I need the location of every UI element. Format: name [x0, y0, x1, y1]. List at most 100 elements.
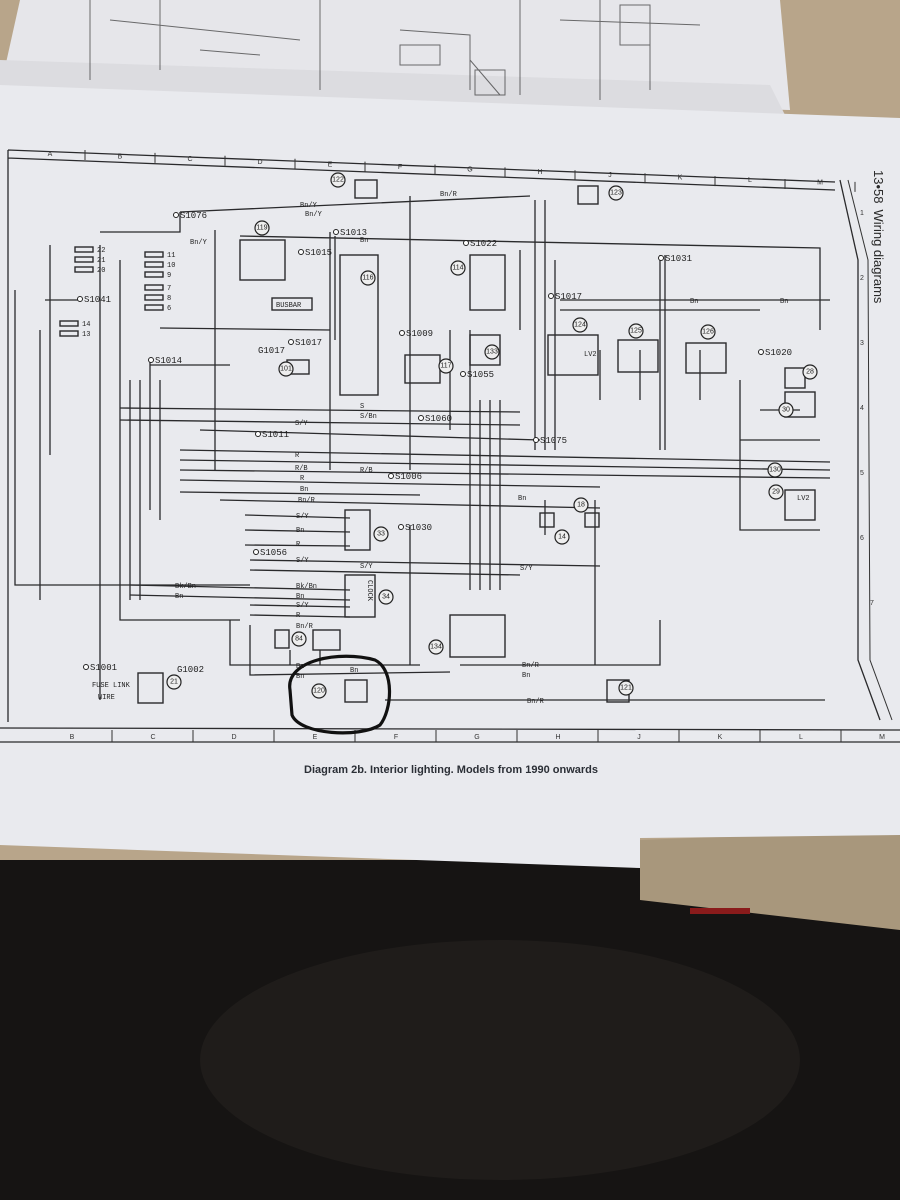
- splice-label: S1017: [555, 292, 582, 302]
- wire-colour-label: R: [295, 452, 300, 460]
- wire-colour-label: Bn: [296, 527, 304, 535]
- component-number: 101: [280, 366, 292, 373]
- fuse: [59, 330, 79, 337]
- component-number-circle: [330, 172, 346, 188]
- wire-colour-label: R/B: [295, 465, 308, 473]
- splice-point: [288, 339, 294, 345]
- component-number-circle: [311, 683, 327, 699]
- lamp-code-label-2: LV2: [797, 495, 810, 503]
- wire-colour-label: Bn: [300, 486, 308, 494]
- busbar-box: [271, 297, 313, 311]
- splice-label: S1020: [765, 348, 792, 358]
- wire-label: WIRE: [98, 694, 115, 702]
- fuse-number: 6: [167, 305, 171, 313]
- component-number-circle: [278, 361, 294, 377]
- fuse-number: 10: [167, 262, 175, 270]
- grid-column-label: F: [398, 164, 402, 171]
- diagram-sheet: [0, 85, 900, 868]
- component-number-circle: [291, 631, 307, 647]
- splice-point: [255, 431, 261, 437]
- wire-colour-label: Bn: [350, 667, 358, 675]
- component-number: 134: [430, 644, 442, 651]
- component-number: 123: [610, 190, 622, 197]
- component-number: 133: [486, 349, 498, 356]
- splice-labels: S1076S1013S1015S1022S1031S1041S1017S1009…: [77, 211, 792, 675]
- fuse: [144, 304, 164, 311]
- wire-colour-label: Bn/Y: [305, 211, 323, 219]
- fuse-number: 22: [97, 247, 105, 255]
- wire-colour-label: Bk/Bn: [175, 583, 196, 591]
- splice-label: S1009: [406, 329, 433, 339]
- wire-colour-label: Bn: [780, 298, 788, 306]
- grid-column-label: D: [231, 734, 236, 741]
- component-number-circle: [360, 270, 376, 286]
- page-ref: 13•58: [871, 170, 886, 203]
- wire-colour-label: S/Y: [296, 513, 309, 521]
- component-number: 124: [574, 322, 586, 329]
- diagram-frame: [0, 149, 900, 743]
- clock-label: CLOCK: [365, 580, 373, 602]
- component-number-circle: [573, 497, 589, 513]
- wire-colour-label: Bn/R: [527, 698, 545, 706]
- component-number: 119: [256, 225, 267, 232]
- wire-colour-label: Bn/R: [440, 191, 458, 199]
- misc-labels: BUSBAR CLOCK FUSE LINK WIRE LV2 LV2: [92, 302, 810, 702]
- splice-point: [173, 212, 179, 218]
- component-number-circle: [802, 364, 818, 380]
- fuse: [74, 246, 94, 253]
- fuse-number: 20: [97, 267, 105, 275]
- wire-colour-label: Bn: [296, 673, 304, 681]
- component-number: 130: [769, 467, 781, 474]
- grid-column-label: M: [879, 734, 885, 741]
- component-number: 122: [332, 177, 344, 184]
- component-number: 114: [452, 265, 463, 272]
- component-number-circle: [373, 526, 389, 542]
- switch-122-box: [354, 179, 378, 199]
- component-number-circle: [572, 317, 588, 333]
- component-number: 28: [806, 369, 814, 376]
- splice-label: S1022: [470, 239, 497, 249]
- grid-row-label: 2: [860, 275, 864, 282]
- fuse-number: 7: [167, 285, 171, 293]
- switch-123-box: [577, 185, 599, 205]
- grid-row-label: 1: [860, 210, 864, 217]
- splice-label: S1055: [467, 370, 494, 380]
- component-number: 116: [362, 275, 373, 282]
- splice-label: S1015: [305, 248, 332, 258]
- shadow: [200, 940, 800, 1180]
- splice-point: [418, 415, 424, 421]
- wire-colour-label: S/Y: [360, 563, 373, 571]
- grid-column-label: L: [748, 177, 752, 184]
- fuse: [59, 320, 79, 327]
- switch-29-box: [784, 489, 816, 521]
- component-number: 120: [313, 688, 325, 695]
- wire-colour-label: R: [296, 541, 301, 549]
- grid-column-label: C: [150, 734, 155, 741]
- splice-label: S1001: [90, 663, 117, 673]
- grid-column-label: H: [537, 169, 542, 176]
- component-number-circle: [438, 358, 454, 374]
- component-number: 29: [772, 489, 780, 496]
- fuse: [144, 251, 164, 258]
- splice-point: [77, 296, 83, 302]
- component-number-circle: [554, 529, 570, 545]
- grid-column-label: L: [799, 734, 803, 741]
- splice-label: S1006: [395, 472, 422, 482]
- wire-colour-label: Bn: [296, 593, 304, 601]
- splice-label: S1075: [540, 436, 567, 446]
- clock-34-box: [344, 574, 376, 618]
- grid-column-label: G: [467, 167, 472, 174]
- grid-column-label: M: [817, 180, 823, 187]
- splice-point: [548, 293, 554, 299]
- wood-surface-lower: [640, 830, 900, 930]
- splice-label: S1060: [425, 414, 452, 424]
- component-number-circle: [767, 462, 783, 478]
- splice-point: [398, 524, 404, 530]
- lamp-126-box: [685, 342, 727, 374]
- grid-row-label: 5: [860, 470, 864, 477]
- wire-colour-label: Bn/Y: [300, 202, 318, 210]
- component-number: 18: [577, 502, 585, 509]
